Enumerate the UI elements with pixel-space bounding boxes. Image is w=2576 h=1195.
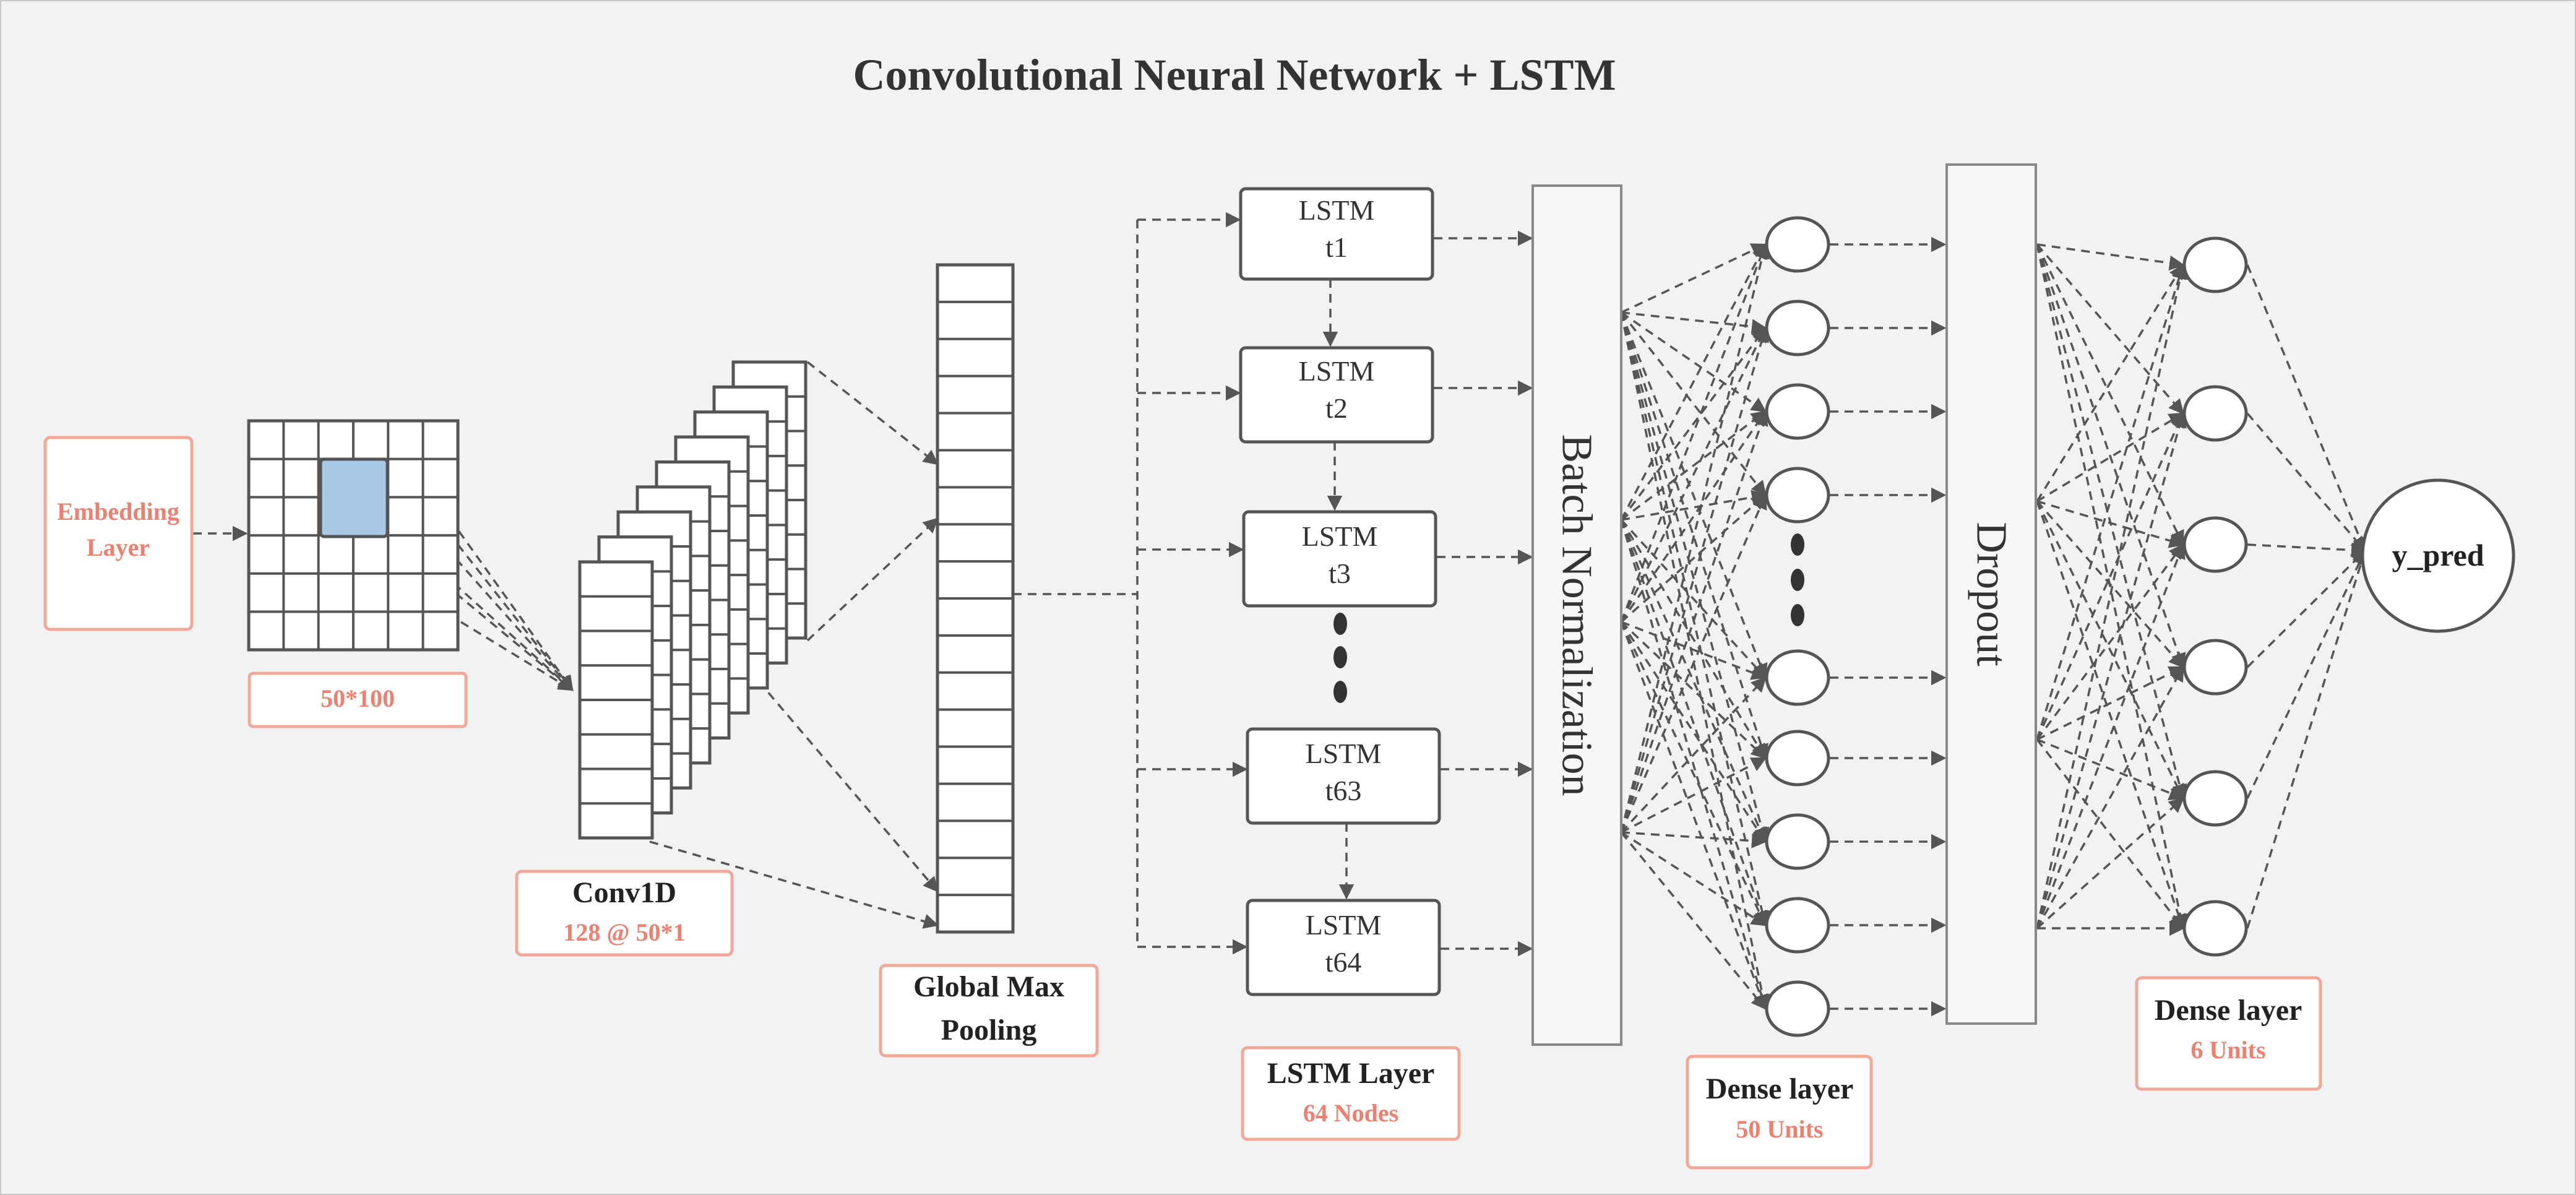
svg-text:t1: t1 [1325,231,1348,263]
dropout-bar [1945,163,2037,1025]
dense2-detail: 6 Units [2190,1036,2265,1064]
conv1d-name: Conv1D [572,876,676,909]
convolution-kernel-highlight [319,457,389,538]
connections [193,212,2369,1017]
neuron [2182,639,2248,696]
neuron [1765,383,1830,440]
neuron [1765,730,1830,787]
svg-text:LSTM: LSTM [1302,520,1378,552]
feature-map [578,560,654,840]
neuron [2182,770,2248,827]
conv1d-detail: 128 @ 50*1 [563,918,685,946]
output-node [2361,478,2515,633]
diagram-title: Convolutional Neural Network + LSTM [853,50,1616,100]
embedding-label-line2: Layer [87,533,150,561]
lstm-cell: LSTM t64 [1246,899,1441,996]
svg-text:LSTM: LSTM [1306,909,1382,941]
dense1-caption-box [1686,1055,1873,1170]
embedding-shape-label: 50*100 [321,684,395,712]
neuron [1765,980,1830,1037]
dense2-caption-box [2135,976,2322,1091]
svg-text:t64: t64 [1325,946,1362,978]
lstm-caption: LSTM Layer [1267,1057,1435,1090]
dense-layer-6-nodes [2182,236,2248,957]
dense1-detail: 50 Units [1736,1115,1823,1143]
neuron [2182,900,2248,957]
pooling-caption-box [879,964,1099,1058]
neuron [1765,300,1830,356]
embedding-layer-box [43,436,194,631]
lstm-cell: LSTM t1 [1239,187,1434,281]
embedding-matrix [247,419,460,652]
lstm-caption-box [1241,1046,1461,1141]
dropout-label: Dropout [1968,522,2015,667]
svg-text:LSTM: LSTM [1299,355,1375,387]
svg-text:LSTM: LSTM [1306,738,1382,769]
global-max-pooling-vector [936,263,1015,934]
neuron [1765,813,1830,870]
neuron [1765,216,1830,273]
lstm-cell: LSTM t2 [1239,346,1434,444]
batch-normalization-bar [1531,184,1622,1046]
pooling-caption-line2: Pooling [941,1014,1037,1046]
neuron [1765,897,1830,954]
batch-normalization-label: Batch Normalization [1553,434,1601,796]
neuron [2182,236,2248,293]
dense2-caption: Dense layer [2155,994,2302,1027]
svg-text:t2: t2 [1325,392,1348,424]
neuron [2182,385,2248,442]
lstm-cell: LSTM t63 [1246,727,1441,825]
dense1-caption: Dense layer [1706,1072,1854,1105]
neuron [1765,467,1830,524]
conv1d-caption-box [515,869,734,957]
neuron [2182,516,2248,573]
embedding-label-line1: Embedding [57,498,179,525]
svg-text:LSTM: LSTM [1299,194,1375,226]
dense-layer-50-nodes [1765,216,1830,1037]
output-label: y_pred [2392,538,2484,572]
pooling-caption-line1: Global Max [913,970,1064,1003]
lstm-detail: 64 Nodes [1303,1099,1398,1127]
svg-text:t3: t3 [1329,558,1351,589]
svg-text:t63: t63 [1325,775,1362,806]
embedding-shape-box [248,671,468,728]
conv1d-feature-maps [578,360,808,840]
lstm-ellipsis [1333,613,1347,703]
dense1-ellipsis [1791,533,1804,626]
neuron [1765,649,1830,706]
lstm-cell: LSTM t3 [1242,510,1437,608]
